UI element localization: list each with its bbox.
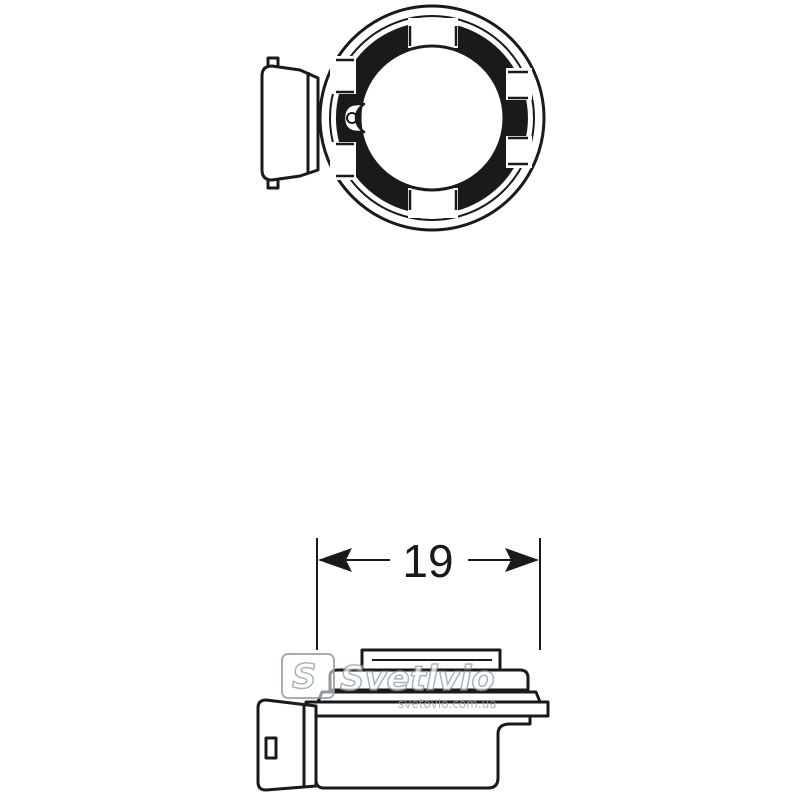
dimension-19 — [316, 538, 541, 650]
watermark-logo-letter: S — [292, 657, 317, 697]
watermark: S Svetlvio svetovio.com.ua — [281, 653, 497, 711]
top-view-notch-right-bottom — [506, 136, 532, 168]
top-view-notch-bottom — [408, 188, 458, 218]
top-view-key-lug — [342, 102, 366, 134]
watermark-brand: Svetlvio — [340, 659, 495, 699]
top-view-outer-ring-inner — [329, 15, 535, 221]
side-view — [256, 648, 550, 792]
top-view-notch-right-top — [506, 68, 532, 100]
top-view-notch-outlines — [336, 26, 528, 210]
watermark-url: svetovio.com.ua — [398, 697, 497, 711]
top-view-notch-top — [408, 18, 458, 48]
top-view-connector — [260, 64, 320, 182]
side-view-connector — [256, 698, 318, 792]
top-view-notch-left-top — [330, 56, 356, 94]
dimension-arrow-right — [505, 548, 539, 572]
dimension-arrow-left — [318, 548, 352, 572]
side-view-connector-tab — [264, 736, 278, 760]
top-view-key-lug-hole — [346, 112, 358, 124]
top-view — [260, 4, 546, 232]
watermark-logo-box — [281, 653, 335, 699]
side-view-body — [314, 714, 532, 790]
top-view-inner-bore — [358, 44, 506, 192]
top-view-notch-left-bottom — [330, 142, 356, 180]
top-view-connector-tab — [266, 56, 280, 190]
top-view-outer-ring — [318, 4, 546, 232]
dimension-value: 19 — [402, 535, 453, 587]
